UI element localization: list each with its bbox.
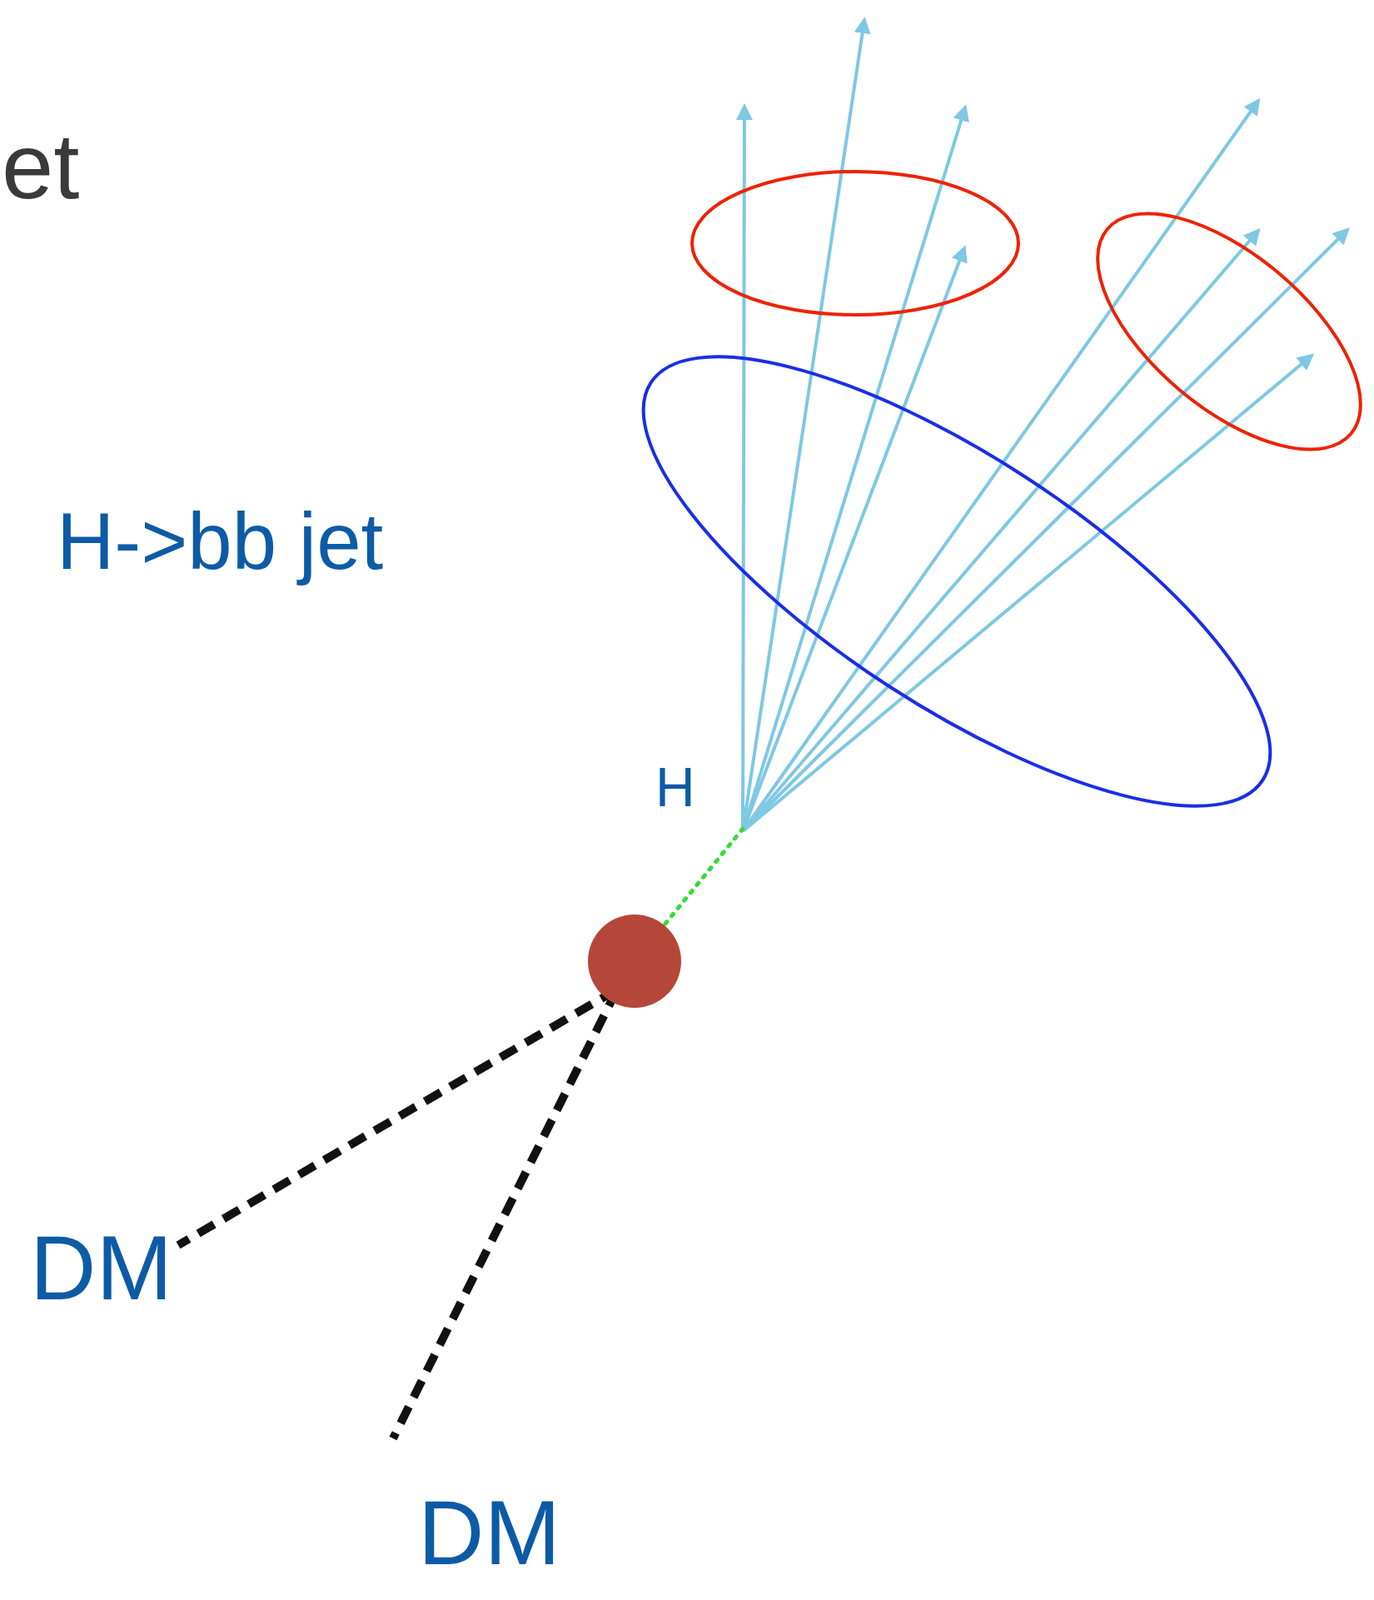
title-fragment: et bbox=[1, 119, 80, 214]
particle-label: H bbox=[655, 759, 696, 815]
higgs-line bbox=[665, 828, 743, 924]
fatjet-ellipse bbox=[582, 278, 1331, 886]
particle-tracks bbox=[742, 19, 1348, 832]
dm-lines bbox=[178, 989, 618, 1439]
subjet-ellipse bbox=[691, 171, 1019, 315]
particle-label: DM bbox=[29, 1221, 173, 1314]
jet-label: H->bb jet bbox=[56, 501, 384, 582]
particle-label: DM bbox=[418, 1486, 561, 1579]
subjet-ellipse bbox=[1058, 170, 1374, 493]
interaction-vertex bbox=[587, 914, 682, 1008]
